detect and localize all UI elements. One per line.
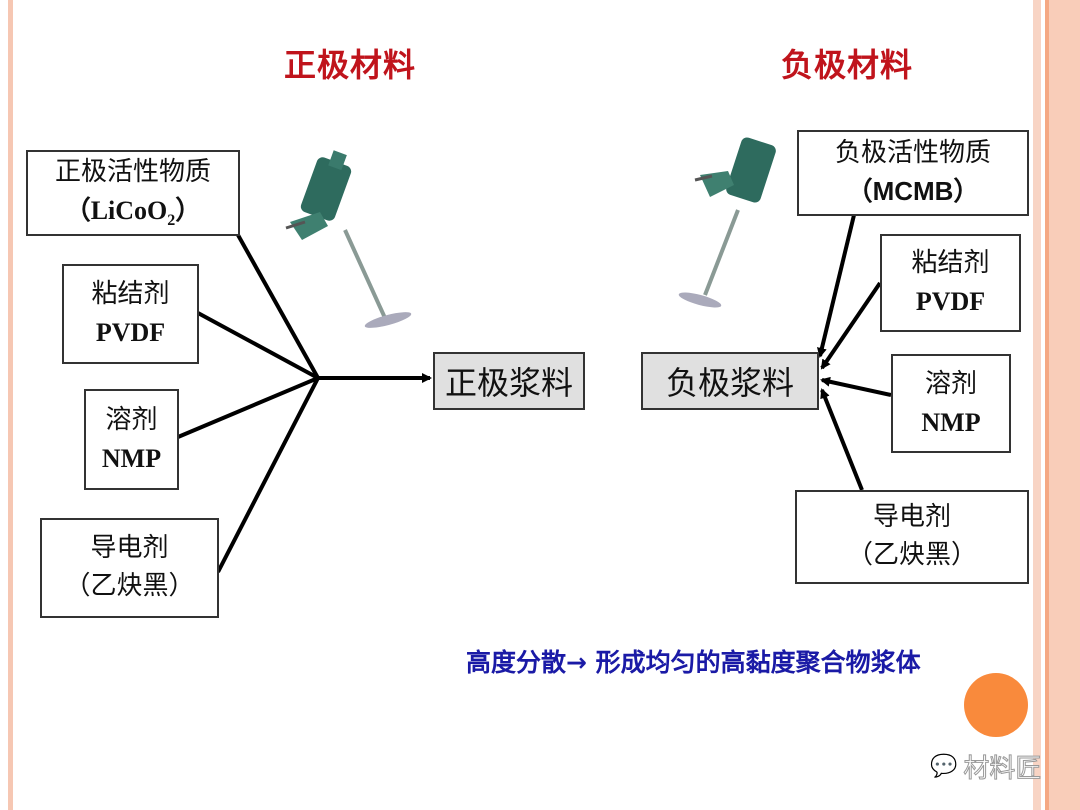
cathode-solvent-box: 溶剂 NMP (84, 389, 179, 490)
formula-text: （LiCoO (64, 195, 168, 225)
box-sublabel: （MCMB） (846, 176, 980, 206)
anode-title: 负极材料 (781, 46, 914, 84)
box-sublabel: （乙炔黑） (846, 540, 977, 570)
watermark: 💬 材料匠 (930, 748, 1042, 785)
formula-close: ） (175, 195, 202, 225)
line-active-to-hub (236, 234, 320, 379)
box-label: 导电剂 (872, 502, 951, 533)
watermark-text: 材料匠 (963, 754, 1042, 785)
box-label: 导电剂 (90, 533, 169, 564)
box-label: 负极活性物质 (834, 138, 991, 169)
box-label: 粘结剂 (91, 279, 170, 310)
box-sublabel: NMP (921, 407, 981, 437)
anode-solvent-box: 溶剂 NMP (891, 354, 1011, 453)
box-sublabel: PVDF (915, 287, 986, 316)
box-formula: （LiCoO2） (65, 192, 202, 232)
box-label: 溶剂 (924, 368, 977, 399)
arrow-conductive (820, 388, 864, 491)
line-solvent-to-hub (177, 376, 319, 439)
anode-conductive-box: 导电剂 （乙炔黑） (795, 490, 1029, 584)
right-border-band (1049, 0, 1080, 810)
mixer-icon-right (678, 137, 776, 308)
anode-active-material-box: 负极活性物质 （MCMB） (797, 130, 1029, 216)
box-label: 正极活性物质 (54, 156, 211, 187)
box-sublabel: NMP (101, 443, 162, 473)
anode-binder-box: 粘结剂 PVDF (880, 234, 1021, 332)
cathode-binder-box: 粘结剂 PVDF (62, 264, 199, 364)
arrow-binder (820, 281, 882, 370)
anode-slurry-box: 负极浆料 (641, 352, 819, 410)
right-border-line (1045, 0, 1049, 810)
box-label: 溶剂 (105, 404, 158, 435)
box-sublabel: PVDF (95, 318, 166, 347)
orange-circle-decoration (964, 673, 1028, 737)
dispersion-note: 高度分散→ 形成均匀的高黏度聚合物浆体 (466, 648, 921, 677)
left-border-stripe (8, 0, 13, 810)
arrow-solvent (820, 376, 892, 397)
cathode-slurry-box: 正极浆料 (433, 352, 585, 410)
formula-subscript: 2 (167, 211, 176, 229)
line-conductive-to-hub (216, 377, 320, 573)
line-binder-to-hub (197, 311, 319, 380)
cathode-active-material-box: 正极活性物质 （LiCoO2） (26, 150, 240, 236)
cathode-conductive-box: 导电剂 （乙炔黑） (40, 518, 219, 618)
box-sublabel: （乙炔黑） (64, 571, 195, 601)
arrow-mcmb (817, 214, 856, 358)
right-border-stripe (1033, 0, 1041, 810)
cathode-title: 正极材料 (284, 46, 417, 84)
wechat-icon: 💬 (930, 754, 958, 779)
mixer-icon-left (285, 150, 412, 328)
box-label: 粘结剂 (911, 248, 990, 279)
